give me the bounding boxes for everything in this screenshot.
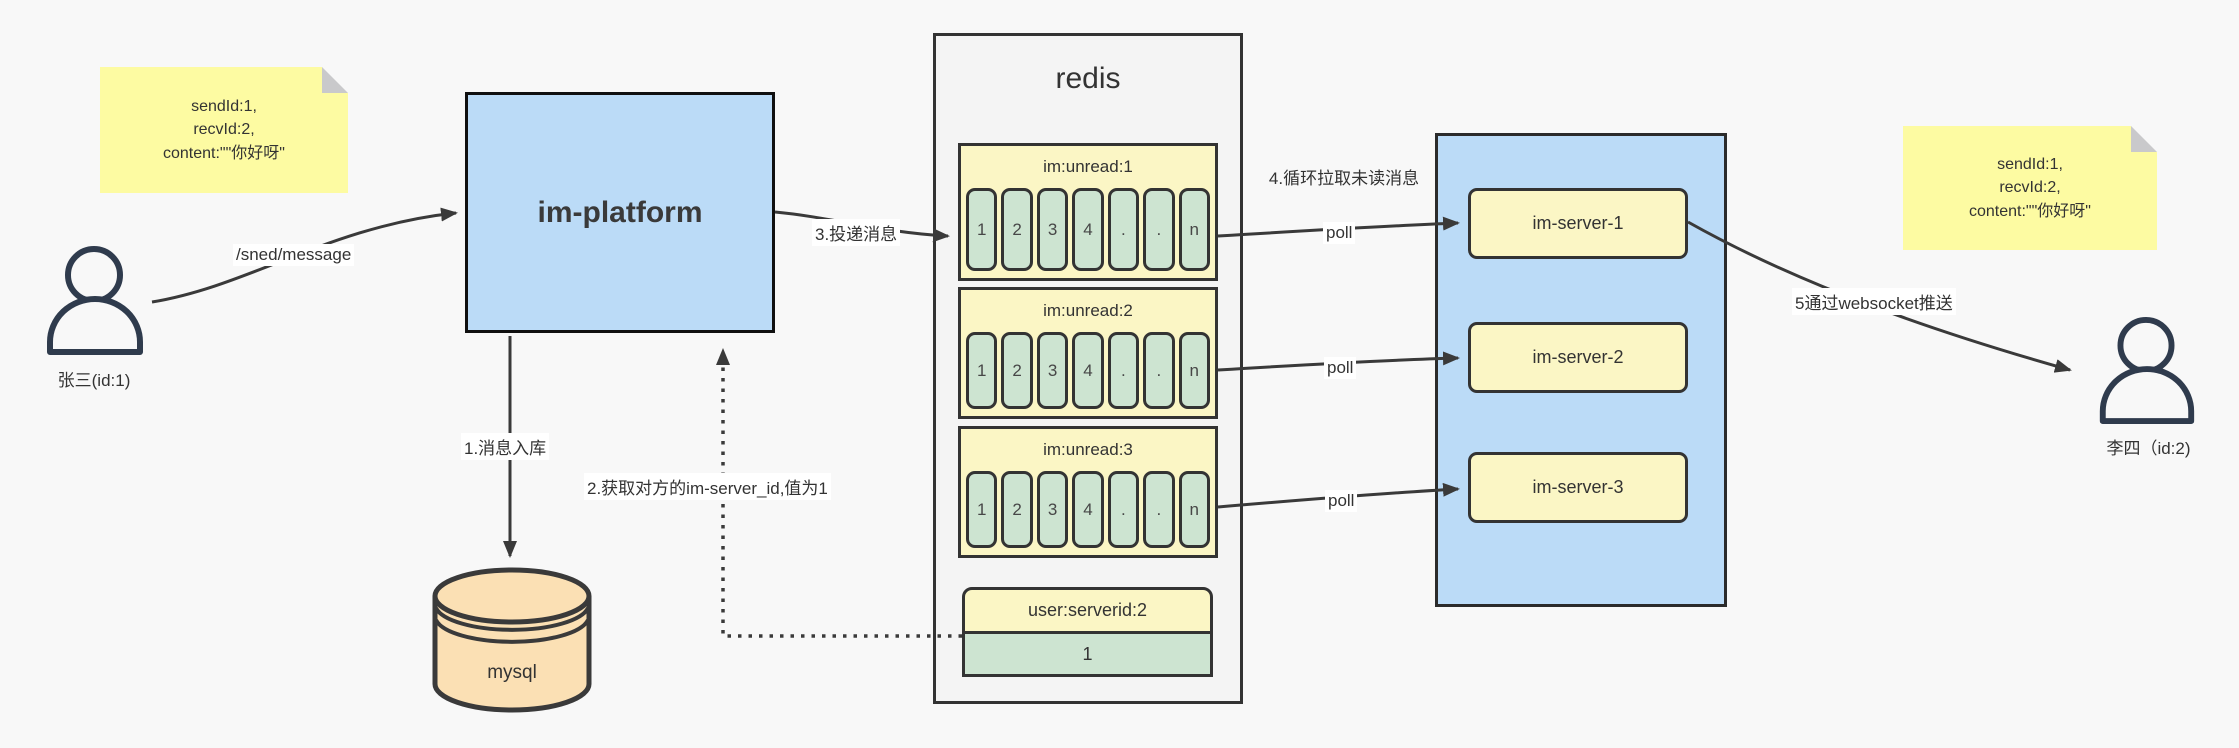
sender-user-icon — [47, 246, 143, 355]
queue-cell: 4 — [1072, 188, 1104, 271]
edge-label-poll-3: poll — [1325, 490, 1358, 512]
queue-cell: . — [1107, 332, 1140, 409]
note-line: recvId:2, — [193, 121, 255, 139]
edge-label-send: /sned/message — [233, 244, 355, 266]
mysql-label: mysql — [487, 662, 537, 683]
note-line: content:""你好呀" — [163, 144, 285, 162]
queue-name: im:unread:3 — [1043, 440, 1133, 459]
sticky-note-request: sendId:1, recvId:2, content:""你好呀" — [100, 67, 348, 193]
mysql-database-icon: mysql — [432, 567, 592, 713]
im-platform-box: im-platform — [465, 92, 775, 333]
queue-im-unread-1: im:unread:1 1 2 3 4 . . n — [958, 143, 1218, 281]
queue-im-unread-2: im:unread:2 1 2 3 4 . . n — [958, 287, 1218, 419]
queue-cell: n — [1178, 188, 1210, 271]
im-platform-label: im-platform — [537, 195, 703, 229]
queue-cell: 3 — [1036, 471, 1069, 548]
queue-cell: 3 — [1036, 332, 1069, 409]
queue-cell: 1 — [966, 332, 998, 409]
kv-value: 1 — [962, 631, 1213, 677]
im-server-label: im-server-3 — [1532, 477, 1624, 497]
note-line: recvId:2, — [1999, 179, 2061, 197]
queue-cell: 2 — [1001, 332, 1033, 409]
edge-label-pull: 4.循环拉取未读消息 — [1268, 169, 1420, 188]
im-server-2-box: im-server-2 — [1468, 322, 1688, 393]
receiver-label: 李四（id:2) — [2106, 439, 2191, 458]
queue-cell: 2 — [1001, 188, 1033, 271]
edge-label-push: 5通过websocket推送 — [1792, 288, 1956, 315]
queue-name: im:unread:1 — [1043, 157, 1133, 176]
queue-cells: 1 2 3 4 . . n — [961, 188, 1215, 278]
edge-label-store: 1.消息入库 — [461, 433, 550, 460]
note-fold-icon — [2131, 126, 2157, 152]
edge-label-deliver: 3.投递消息 — [812, 219, 901, 246]
note-fold-icon — [322, 67, 348, 93]
queue-cell: 4 — [1072, 332, 1104, 409]
queue-im-unread-3: im:unread:3 1 2 3 4 . . n — [958, 426, 1218, 558]
note-line: sendId:1, — [1997, 156, 2063, 174]
queue-cell: . — [1143, 188, 1175, 271]
sender-label: 张三(id:1) — [57, 371, 131, 390]
note-line: sendId:1, — [191, 98, 257, 116]
im-server-label: im-server-1 — [1532, 213, 1624, 233]
queue-cells: 1 2 3 4 . . n — [961, 471, 1215, 555]
im-server-1-box: im-server-1 — [1468, 188, 1688, 259]
im-server-label: im-server-2 — [1532, 347, 1624, 367]
queue-cell: 2 — [1001, 471, 1033, 548]
im-server-3-box: im-server-3 — [1468, 452, 1688, 523]
queue-cell: n — [1178, 471, 1210, 548]
kv-user-serverid: user:serverid:2 1 — [962, 587, 1213, 677]
queue-cell: 4 — [1072, 471, 1104, 548]
kv-key: user:serverid:2 — [962, 587, 1213, 634]
note-line: content:""你好呀" — [1969, 202, 2091, 220]
queue-cell: 3 — [1036, 188, 1069, 271]
queue-cell: . — [1107, 188, 1140, 271]
queue-cell: 1 — [966, 188, 998, 271]
queue-cell: . — [1107, 471, 1140, 548]
redis-title: redis — [1055, 62, 1121, 95]
edge-label-poll-2: poll — [1324, 357, 1357, 379]
queue-cell: . — [1143, 471, 1175, 548]
edge-label-poll-1: poll — [1323, 222, 1356, 244]
queue-cell: . — [1143, 332, 1175, 409]
queue-cell: n — [1178, 332, 1210, 409]
receiver-user-icon — [2099, 316, 2195, 425]
edge-label-lookup: 2.获取对方的im-server_id,值为1 — [584, 473, 831, 500]
queue-cells: 1 2 3 4 . . n — [961, 332, 1215, 416]
queue-name: im:unread:2 — [1043, 301, 1133, 320]
queue-cell: 1 — [966, 471, 998, 548]
sticky-note-push: sendId:1, recvId:2, content:""你好呀" — [1903, 126, 2157, 250]
